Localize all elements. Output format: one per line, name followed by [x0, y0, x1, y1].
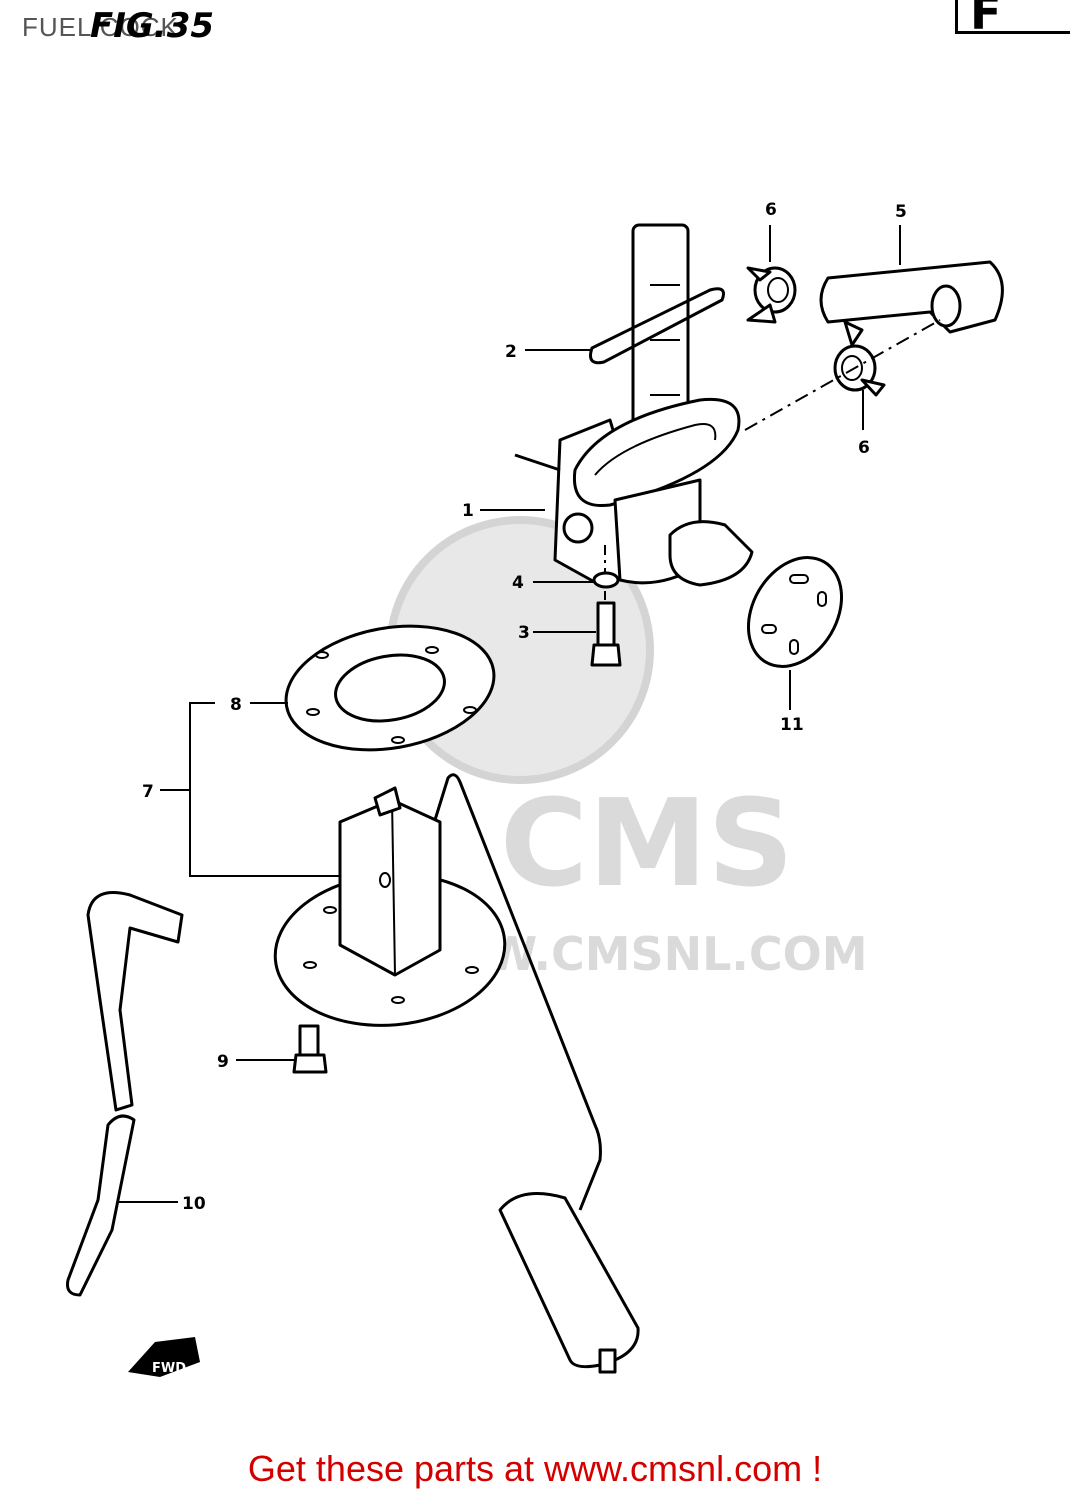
part-screw	[590, 601, 622, 667]
callout-6-upper: 6	[765, 200, 777, 220]
part-fuel-sender	[273, 773, 640, 1374]
callout-11: 11	[780, 715, 804, 735]
watermark-brand: CMS	[500, 775, 794, 914]
part-drain-hose	[66, 891, 184, 1297]
part-gasket-ring	[284, 624, 496, 752]
footer-promo-link[interactable]: Get these parts at www.cmsnl.com !	[247, 1448, 823, 1489]
section-title: FUEL COCK	[22, 12, 179, 42]
callout-10: 10	[182, 1194, 206, 1214]
callout-numbers: 1 2 3 4 5 6 6 7 8 9 10 11	[142, 200, 907, 1214]
fwd-arrow: FWD	[128, 1337, 200, 1377]
figure-number: FIG.35	[90, 6, 215, 46]
callout-6-lower: 6	[858, 438, 870, 458]
part-washer	[592, 571, 620, 589]
callout-1: 1	[462, 501, 474, 521]
part-gasket-plate	[746, 556, 844, 668]
callout-7: 7	[142, 782, 154, 802]
callout-5: 5	[895, 202, 907, 222]
callout-8: 8	[230, 695, 242, 715]
part-hose-clamp-lower	[833, 320, 886, 397]
part-hose-clamp-upper	[746, 266, 797, 324]
assembly-axis-hose	[744, 319, 941, 431]
part-fuel-cock	[514, 223, 754, 587]
part-fuel-hose	[819, 260, 1004, 334]
leader-lines	[118, 225, 901, 1203]
part-bolt	[292, 1024, 328, 1074]
callout-3: 3	[518, 623, 530, 643]
fwd-label: FWD	[152, 1361, 186, 1376]
callout-9: 9	[217, 1052, 229, 1072]
part-o-ring	[589, 287, 725, 365]
catalog-letter-box: F	[955, 0, 1070, 37]
callout-4: 4	[512, 573, 524, 593]
callout-2: 2	[505, 342, 517, 362]
